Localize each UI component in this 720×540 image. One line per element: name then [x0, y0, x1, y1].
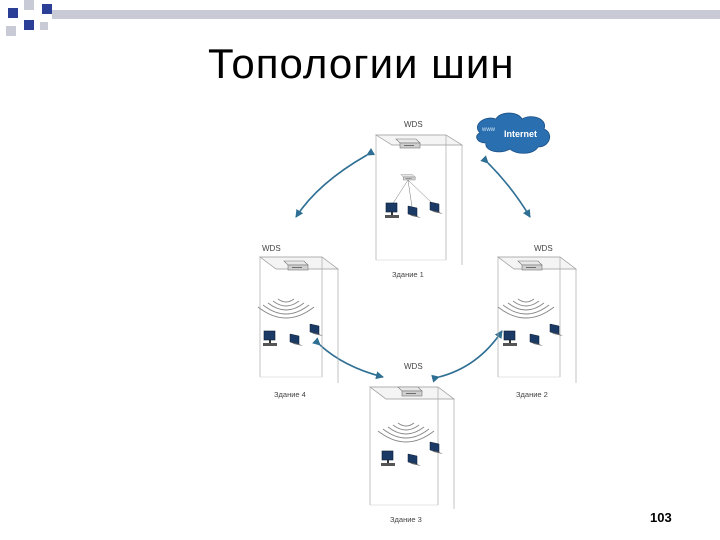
wds-label-3: WDS — [404, 362, 423, 371]
pc-4 — [262, 330, 278, 347]
laptop-1b — [429, 201, 444, 215]
wireless-waves-2 — [497, 298, 555, 319]
laptop-1a — [407, 205, 422, 219]
link-3-2 — [431, 330, 503, 383]
link-4-3 — [312, 337, 384, 380]
header-decoration — [6, 0, 720, 36]
deco-bar — [52, 10, 720, 19]
wireless-waves-3 — [377, 422, 435, 443]
deco-square-1 — [8, 8, 18, 18]
internet-cloud: www Internet — [476, 112, 551, 154]
deco-square-3 — [42, 4, 52, 14]
building-4: WDS Здание 4 — [257, 244, 340, 399]
building-1: WDS Здание 1 — [374, 120, 464, 279]
www-label: www — [481, 127, 496, 133]
deco-square-2 — [24, 0, 34, 10]
laptop-3a — [407, 453, 422, 467]
deco-square-5 — [6, 26, 16, 36]
laptop-3b — [429, 441, 444, 455]
pc-3 — [380, 450, 396, 467]
laptop-4a — [289, 333, 304, 347]
wireless-waves-4 — [257, 298, 315, 319]
slide-title: Топологии шин — [208, 40, 515, 87]
pc-1 — [384, 202, 400, 219]
laptop-4b — [309, 323, 324, 337]
laptop-2b — [549, 323, 564, 337]
wds-label-4: WDS — [262, 244, 281, 253]
link-1-2 — [480, 155, 531, 218]
wds-label-2: WDS — [534, 244, 553, 253]
pc-2 — [502, 330, 518, 347]
building-3: WDS Здание 3 — [368, 362, 456, 524]
laptop-2a — [529, 333, 544, 347]
building-1-label: Здание 1 — [392, 270, 424, 279]
bus-topology-diagram: WDS Здание 1 www Internet WDS Здание 4 — [257, 112, 578, 524]
building-2: WDS Здание 2 — [496, 244, 578, 399]
ring-links — [295, 148, 531, 383]
page-number: 103 — [650, 510, 672, 525]
building-3-label: Здание 3 — [390, 515, 422, 524]
deco-square-4 — [24, 20, 34, 30]
deco-square-6 — [40, 22, 48, 30]
building-2-label: Здание 2 — [516, 390, 548, 399]
access-point-1b — [400, 174, 416, 181]
building-4-label: Здание 4 — [274, 390, 306, 399]
wds-label-1: WDS — [404, 120, 423, 129]
link-1-4 — [295, 148, 376, 218]
internet-label: Internet — [504, 129, 537, 139]
